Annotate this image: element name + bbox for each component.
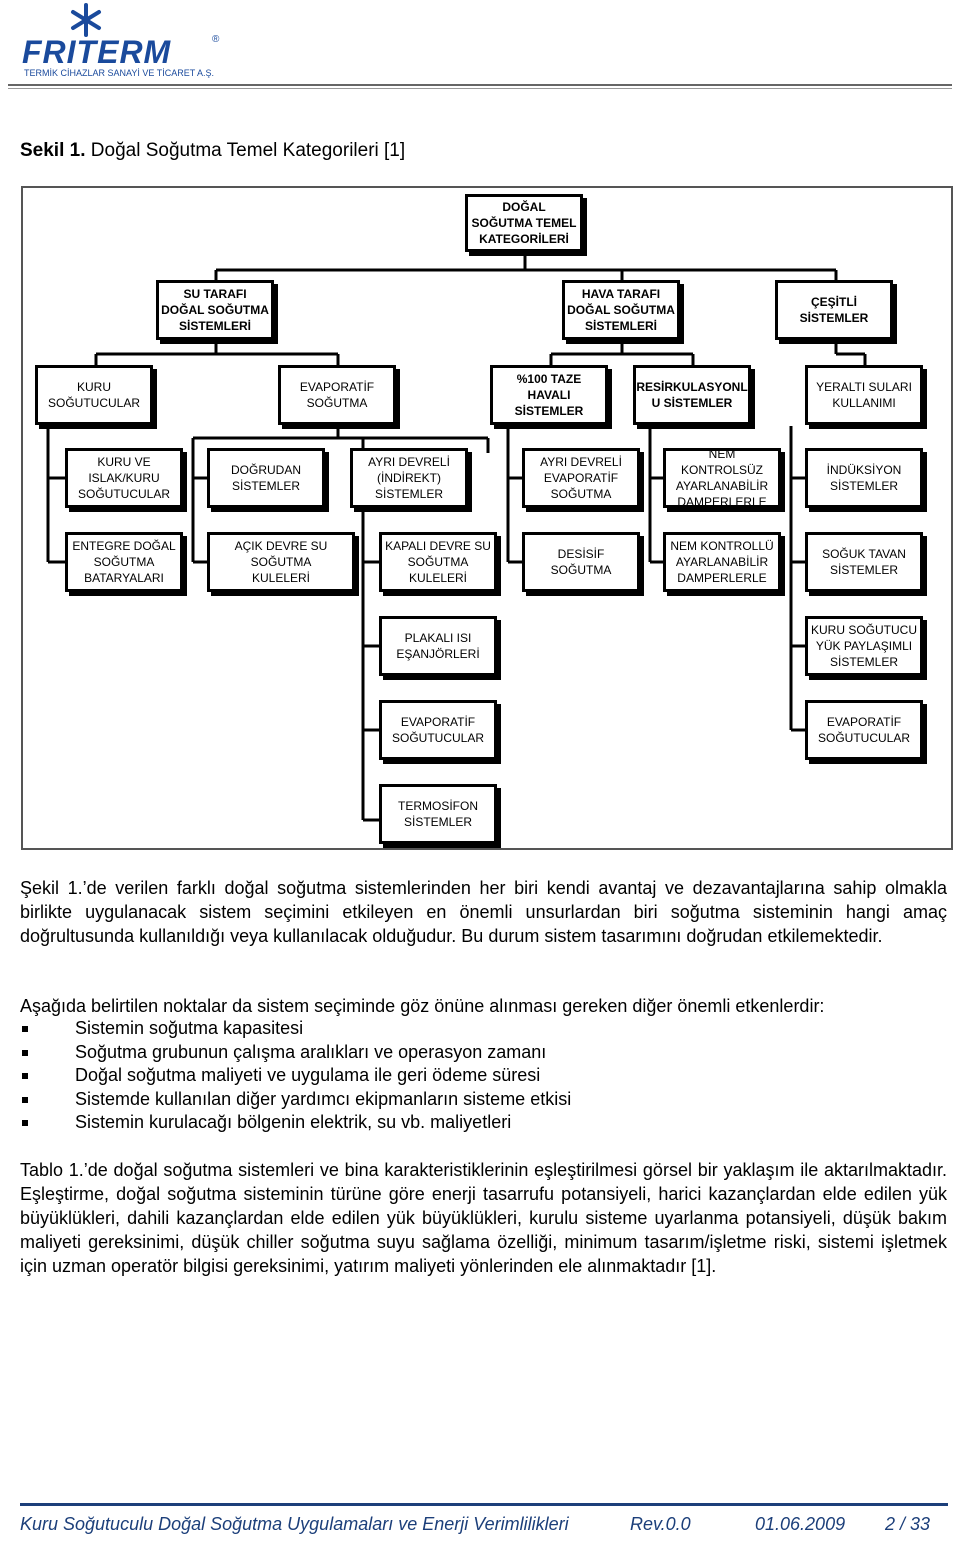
node-root: DOĞAL SOĞUTMA TEMEL KATEGORİLERİ (465, 194, 583, 252)
footer-date: 01.06.2009 (755, 1514, 846, 1534)
paragraph-2: Aşağıda belirtilen noktalar da sistem se… (20, 996, 825, 1016)
node-su-tarafi: SU TARAFI DOĞAL SOĞUTMA SİSTEMLERİ (156, 280, 274, 340)
footer-page-number: 2 / 33 (885, 1514, 931, 1534)
list-item-text: Sistemin kurulacağı bölgenin elektrik, s… (75, 1112, 512, 1132)
list-item: Sistemin soğutma kapasitesi (20, 1017, 940, 1041)
page-footer: Kuru Soğutuculu Doğal Soğutma Uygulamala… (20, 1514, 950, 1540)
node-yeralti-sulari: YERALTI SULARI KULLANIMI (805, 365, 923, 425)
list-item: Soğutma grubunun çalışma aralıkları ve o… (20, 1041, 940, 1065)
node-kuru-ve-islak: KURU VE ISLAK/KURU SOĞUTUCULAR (65, 448, 183, 508)
bullet-square-icon (22, 1096, 28, 1103)
bullet-square-icon (22, 1026, 28, 1032)
node-nem-kontrolsuz: NEM KONTROLSÜZ AYARLANABİLİR DAMPERLERLE (663, 447, 781, 509)
list-item: Doğal soğutma maliyeti ve uygulama ile g… (20, 1064, 940, 1088)
node-cesitli: ÇEŞİTLİ SİSTEMLER (775, 280, 893, 340)
node-plakali: PLAKALI ISI EŞANJÖRLERİ (379, 616, 497, 676)
header-divider-thin (8, 88, 952, 89)
node-evaporatif-sogutucular-1: EVAPORATİF SOĞUTUCULAR (379, 700, 497, 760)
node-entegre-dogal: ENTEGRE DOĞAL SOĞUTMA BATARYALARI (65, 532, 183, 592)
node-ayri-devreli-indirekt: AYRI DEVRELİ (İNDİREKT) SİSTEMLER (350, 448, 468, 508)
page-header: FRITERM ® TERMİK CİHAZLAR SANAYİ VE TİCA… (0, 0, 960, 92)
snowflake-icon (71, 3, 101, 37)
node-evaporatif-sogutucular-2: EVAPORATİF SOĞUTUCULAR (805, 700, 923, 760)
bullet-square-icon (22, 1120, 28, 1126)
node-dogrudan: DOĞRUDAN SİSTEMLER (207, 448, 325, 508)
figure-caption: Sekil 1. Doğal Soğutma Temel Kategoriler… (20, 140, 405, 162)
figure-caption-label: Sekil 1. (20, 140, 86, 161)
bullet-square-icon (22, 1049, 28, 1056)
node-soguk-tavan: SOĞUK TAVAN SİSTEMLER (805, 532, 923, 592)
node-termosifon: TERMOSİFON SİSTEMLER (379, 784, 497, 844)
node-evaporatif-sogutma: EVAPORATİF SOĞUTMA (278, 365, 396, 425)
header-divider (8, 84, 952, 86)
category-diagram: DOĞAL SOĞUTMA TEMEL KATEGORİLERİ SU TARA… (21, 186, 953, 850)
diagram-connectors (46, 246, 867, 822)
list-item-text: Doğal soğutma maliyeti ve uygulama ile g… (75, 1065, 541, 1085)
footer-revision: Rev.0.0 (630, 1514, 691, 1534)
node-induksiyon: İNDÜKSİYON SİSTEMLER (805, 448, 923, 508)
node-desisif: DESİSİF SOĞUTMA (522, 532, 640, 592)
node-nem-kontrollu: NEM KONTROLLÜ AYARLANABİLİR DAMPERLERLE (663, 532, 781, 592)
bullet-square-icon (22, 1073, 28, 1079)
logo-tagline: TERMİK CİHAZLAR SANAYİ VE TİCARET A.Ş. (24, 68, 215, 78)
paragraph-1: Şekil 1.’de verilen farklı doğal soğutma… (20, 878, 947, 946)
list-item-text: Soğutma grubunun çalışma aralıkları ve o… (75, 1041, 547, 1062)
logo-registered-mark: ® (212, 34, 220, 45)
list-item-text: Sistemde kullanılan diğer yardımcı ekipm… (75, 1088, 572, 1109)
list-item: Sistemin kurulacağı bölgenin elektrik, s… (20, 1111, 940, 1135)
node-ayri-devreli-evaporatif: AYRI DEVRELİ EVAPORATİF SOĞUTMA (522, 448, 640, 508)
node-kuru-sogutucu-yuk: KURU SOĞUTUCU YÜK PAYLAŞIMLI SİSTEMLER (805, 616, 923, 676)
list-item-text: Sistemin soğutma kapasitesi (75, 1018, 304, 1038)
paragraph-3: Tablo 1.’de doğal soğutma sistemleri ve … (20, 1160, 947, 1276)
node-kapali-devre: KAPALI DEVRE SU SOĞUTMA KULELERİ (379, 532, 497, 592)
list-item: Sistemde kullanılan diğer yardımcı ekipm… (20, 1088, 940, 1112)
node-taze-havali: %100 TAZE HAVALI SİSTEMLER (490, 365, 608, 425)
logo-wordmark: FRITERM (22, 34, 172, 70)
friterm-logo: FRITERM ® TERMİK CİHAZLAR SANAYİ VE TİCA… (22, 3, 242, 80)
node-resirkulasyonlu: RESİRKULASYONL U SİSTEMLER (633, 365, 751, 425)
figure-caption-text: Doğal Soğutma Temel Kategorileri [1] (85, 140, 406, 161)
node-kuru-sogutucular: KURU SOĞUTUCULAR (35, 365, 153, 425)
footer-divider (20, 1503, 948, 1506)
factor-list: Sistemin soğutma kapasitesi Soğutma grub… (20, 1017, 940, 1135)
footer-title: Kuru Soğutuculu Doğal Soğutma Uygulamala… (20, 1514, 569, 1534)
node-acik-devre: AÇIK DEVRE SU SOĞUTMA KULELERİ (207, 532, 355, 592)
node-hava-tarafi: HAVA TARAFI DOĞAL SOĞUTMA SİSTEMLERİ (562, 280, 680, 340)
